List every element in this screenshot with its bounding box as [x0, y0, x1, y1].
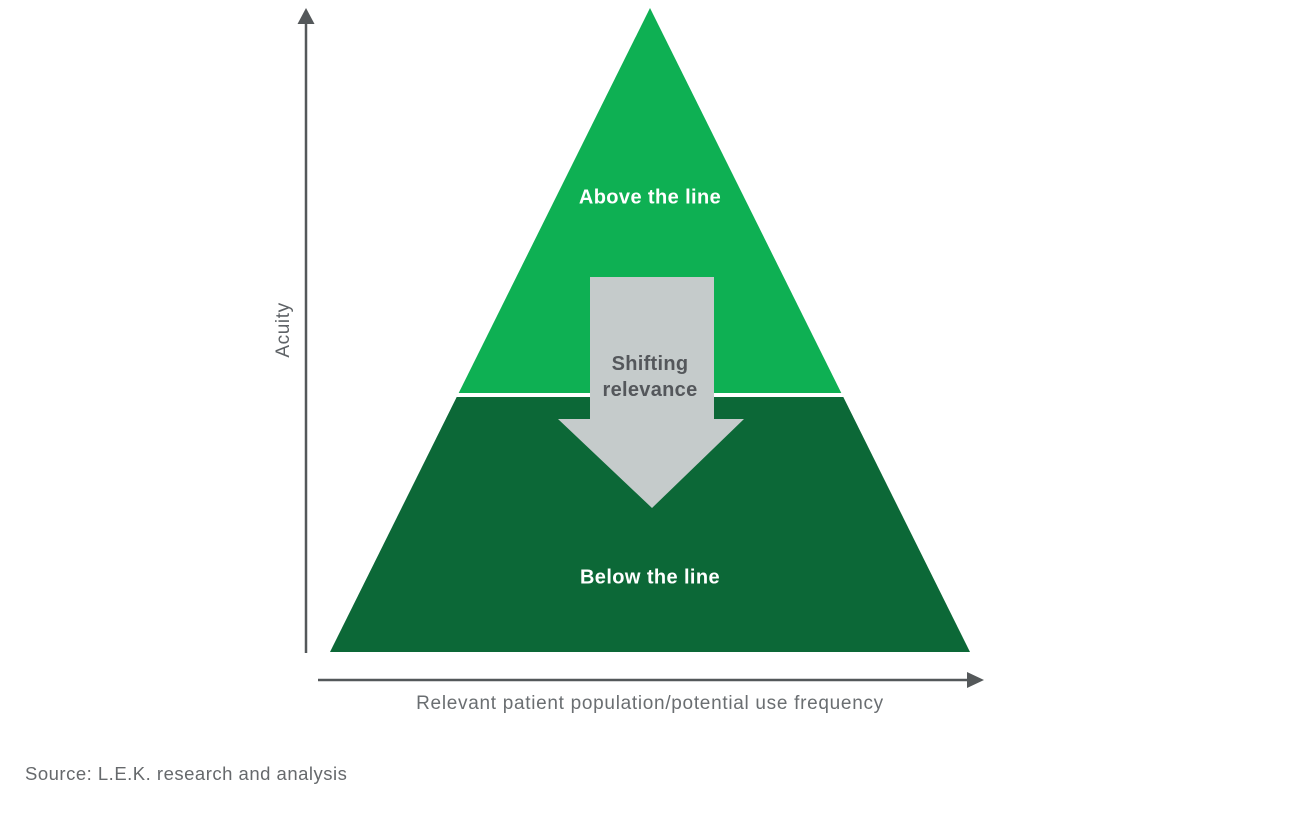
y-axis-arrowhead-icon: [297, 8, 315, 24]
x-axis-label: Relevant patient population/potential us…: [416, 693, 884, 714]
pyramid-top-section: [458, 8, 842, 393]
y-axis-label: Acuity: [273, 302, 294, 358]
x-axis-arrowhead-icon: [967, 672, 984, 688]
shifting-relevance-arrow-icon: [558, 277, 744, 508]
pyramid-bottom-section: [330, 397, 970, 652]
shifting-relevance-label: Shifting relevance: [602, 353, 698, 401]
below-the-line-label: Below the line: [579, 566, 721, 589]
above-the-line-label: Above the line: [578, 186, 722, 209]
source-note: Source: L.E.K. research and analysis: [25, 763, 348, 784]
